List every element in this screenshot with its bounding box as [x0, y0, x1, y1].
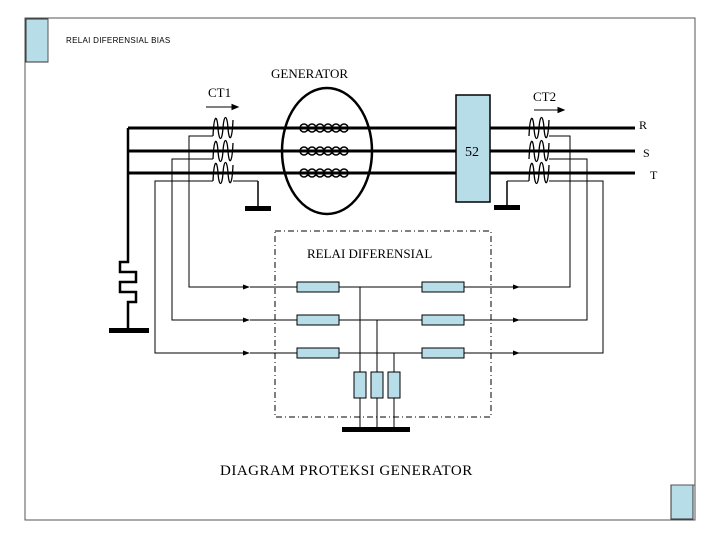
phase-label-r: R: [639, 118, 647, 132]
phase-label-s: S: [643, 146, 650, 160]
corner-box-bottom-right: [670, 484, 694, 520]
differential-relay-box: [274, 230, 492, 418]
restraint-resistor: [296, 347, 340, 359]
restraint-resistor: [421, 347, 465, 359]
diagram-caption: DIAGRAM PROTEKSI GENERATOR: [220, 463, 473, 479]
slide-header: RELAI DIFERENSIAL BIAS: [66, 36, 171, 45]
generator-label: GENERATOR: [271, 66, 348, 81]
restraint-resistor: [421, 314, 465, 326]
ct1-label: CT1: [208, 85, 231, 100]
ct1-ground-bar: [245, 206, 271, 211]
ct2-direction-arrow: [534, 106, 566, 114]
breaker-label: 52: [465, 145, 479, 160]
generator-windings: [299, 123, 349, 178]
ct1-coils: [212, 116, 234, 185]
circuit-breaker-52: [455, 94, 491, 203]
ct2-ground-bar: [494, 205, 520, 210]
relay-ground-bar: [342, 427, 410, 432]
operating-coil: [387, 371, 401, 399]
operating-coils: [353, 371, 401, 399]
operating-coil: [353, 371, 367, 399]
restraint-resistors: [296, 281, 465, 359]
corner-box-top-left: [25, 18, 49, 63]
ct1-direction-arrow: [206, 103, 240, 111]
restraint-resistor: [421, 281, 465, 293]
ct2-label: CT2: [533, 89, 556, 104]
relay-box-label: RELAI DIFERENSIAL: [307, 246, 432, 261]
generator-symbol: [280, 86, 374, 216]
phase-label-t: T: [650, 168, 658, 182]
restraint-resistor: [296, 281, 340, 293]
ct1-secondary-arrows: [243, 284, 250, 356]
slide-frame: [24, 17, 696, 521]
ct1-secondary-wiring: [154, 135, 245, 354]
ct2-coils: [528, 116, 550, 185]
phase-bus-lines: [128, 126, 635, 175]
ct2-secondary-arrows: [513, 284, 520, 356]
neutral-ground-bar: [109, 328, 149, 333]
restraint-resistor: [296, 314, 340, 326]
neutral-grounding-resistor: [118, 255, 138, 330]
operating-coil: [370, 371, 384, 399]
